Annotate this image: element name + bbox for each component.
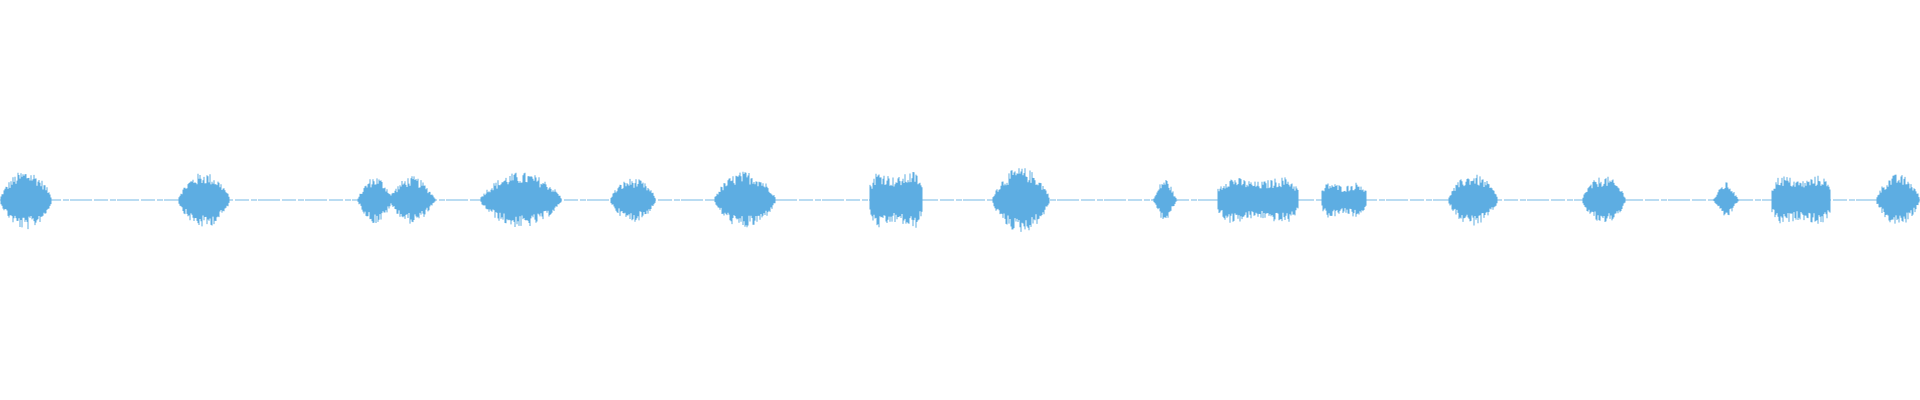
burst-10-path [1217,177,1299,223]
burst-4-path [480,172,562,227]
waveform-burst [869,172,923,228]
waveform-burst [0,172,52,230]
waveform-burst [1448,174,1498,226]
burst-12-path [1448,174,1498,226]
burst-6-path [714,171,776,228]
burst-13-path [1582,176,1626,222]
burst-11-path [1321,182,1367,218]
burst-16-path [1876,174,1920,224]
burst-8-path [992,168,1050,232]
waveform-burst [714,171,776,228]
waveform-burst [1771,175,1831,224]
waveform-burst [1152,180,1178,219]
waveform-burst [1876,174,1920,224]
waveform-burst [1712,182,1740,216]
waveform-burst [1582,176,1626,222]
waveform-burst [610,178,656,222]
burst-9-path [1152,180,1178,219]
burst-2-path [178,173,230,227]
waveform-bursts [0,168,1920,232]
burst-15-path [1771,175,1831,224]
waveform-burst [357,176,436,224]
burst-1-path [0,172,52,230]
waveform-burst [178,173,230,227]
waveform-burst [992,168,1050,232]
burst-3-path [357,176,436,224]
burst-7-path [869,172,923,228]
burst-14-path [1712,182,1740,216]
waveform-burst [1321,182,1367,218]
waveform-burst [1217,177,1299,223]
waveform-burst [480,172,562,227]
burst-5-path [610,178,656,222]
